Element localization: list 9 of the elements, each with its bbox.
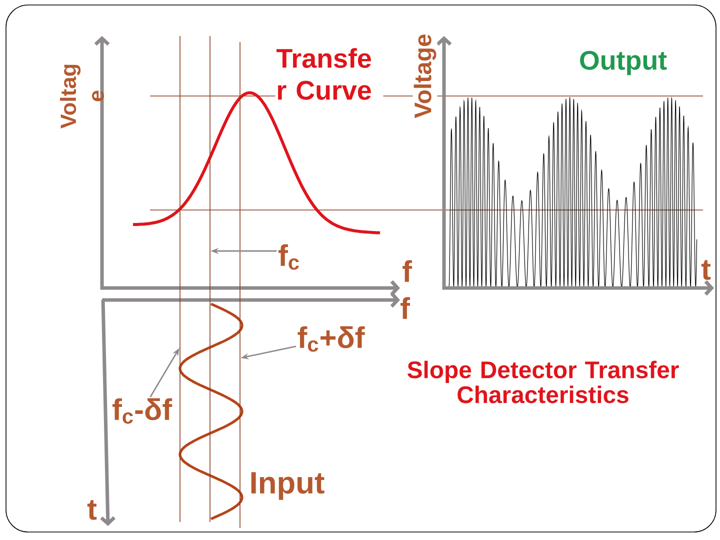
axis-label: f: [402, 260, 412, 282]
axis-label: Voltage: [412, 32, 438, 120]
caption: Slope Detector Transfer Characteristics: [408, 360, 679, 404]
frequency-label: f$_{c}$+δf: [298, 326, 365, 352]
plot-title: Input: [251, 472, 324, 500]
axis-label: Voltag e: [60, 64, 104, 128]
axis-label: f: [400, 297, 410, 319]
frequency-label: f$_{c}$-δf: [112, 398, 172, 424]
axis-label: t: [87, 500, 97, 520]
